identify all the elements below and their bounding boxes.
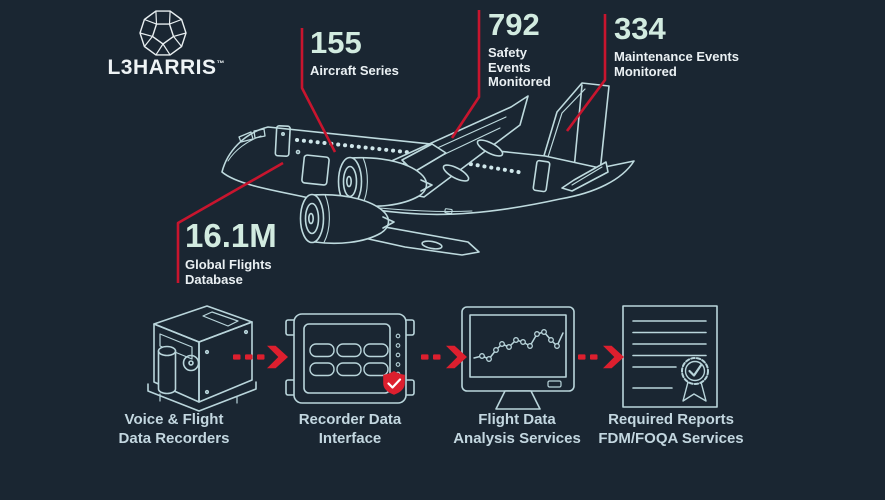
stat-value: 334 bbox=[614, 11, 666, 46]
stat-label: Safety Events Monitored bbox=[488, 45, 551, 89]
trademark-symbol: ™ bbox=[216, 59, 225, 68]
callout-aircraft-series bbox=[300, 28, 337, 153]
cargo-door bbox=[301, 154, 330, 186]
label-recorder-data-interface: Recorder Data Interface bbox=[298, 411, 402, 447]
award-ribbon-icon bbox=[681, 357, 709, 402]
front-door bbox=[274, 124, 291, 157]
recorder-data-interface-icon bbox=[285, 313, 415, 404]
stat-safety-events: 792 Safety Events Monitored bbox=[488, 9, 551, 90]
stat-label: Maintenance Events Monitored bbox=[614, 49, 739, 79]
report-document-icon bbox=[622, 305, 718, 408]
stat-label: Aircraft Series bbox=[310, 63, 399, 78]
geodesic-sphere-icon bbox=[139, 10, 187, 56]
brand-name: L3HARRIS bbox=[107, 56, 217, 79]
aft-door bbox=[532, 159, 551, 193]
label-flight-data-analysis-services: Flight Data Analysis Services bbox=[453, 411, 581, 447]
flap-fairing bbox=[476, 139, 504, 157]
stat-value: 155 bbox=[310, 25, 362, 60]
stat-value: 16.1M bbox=[185, 217, 277, 254]
near-engine bbox=[299, 193, 395, 245]
dashed-arrow-icon bbox=[421, 345, 467, 369]
analysis-monitor-icon bbox=[461, 306, 575, 410]
flight-data-recorder-icon bbox=[147, 305, 257, 412]
window-row bbox=[295, 138, 417, 155]
stat-label: Global Flights Database bbox=[185, 257, 272, 287]
stat-callout-lines bbox=[176, 10, 607, 283]
stat-global-flights: 16.1M Global Flights Database bbox=[185, 219, 277, 287]
l3harris-wordmark: L3HARRIS™ bbox=[96, 56, 236, 80]
callout-global-flights bbox=[176, 161, 284, 283]
shield-check-icon bbox=[383, 371, 405, 395]
callout-safety-events bbox=[450, 10, 481, 139]
stat-value: 792 bbox=[488, 7, 540, 42]
label-required-reports-fdm-foqa: Required Reports FDM/FOQA Services bbox=[598, 411, 744, 447]
stat-maintenance-events: 334 Maintenance Events Monitored bbox=[614, 13, 739, 79]
callout-maintenance-events bbox=[565, 14, 607, 132]
cockpit-windows bbox=[238, 128, 266, 143]
dashed-arrow-icon bbox=[578, 345, 624, 369]
far-engine bbox=[337, 156, 433, 208]
airplane-wireframe bbox=[221, 82, 635, 256]
dashed-arrow-icon bbox=[233, 345, 288, 369]
stat-aircraft-series: 155 Aircraft Series bbox=[310, 27, 399, 79]
flap-fairing bbox=[442, 164, 470, 182]
label-voice-flight-data-recorders: Voice & Flight Data Recorders bbox=[118, 411, 230, 447]
